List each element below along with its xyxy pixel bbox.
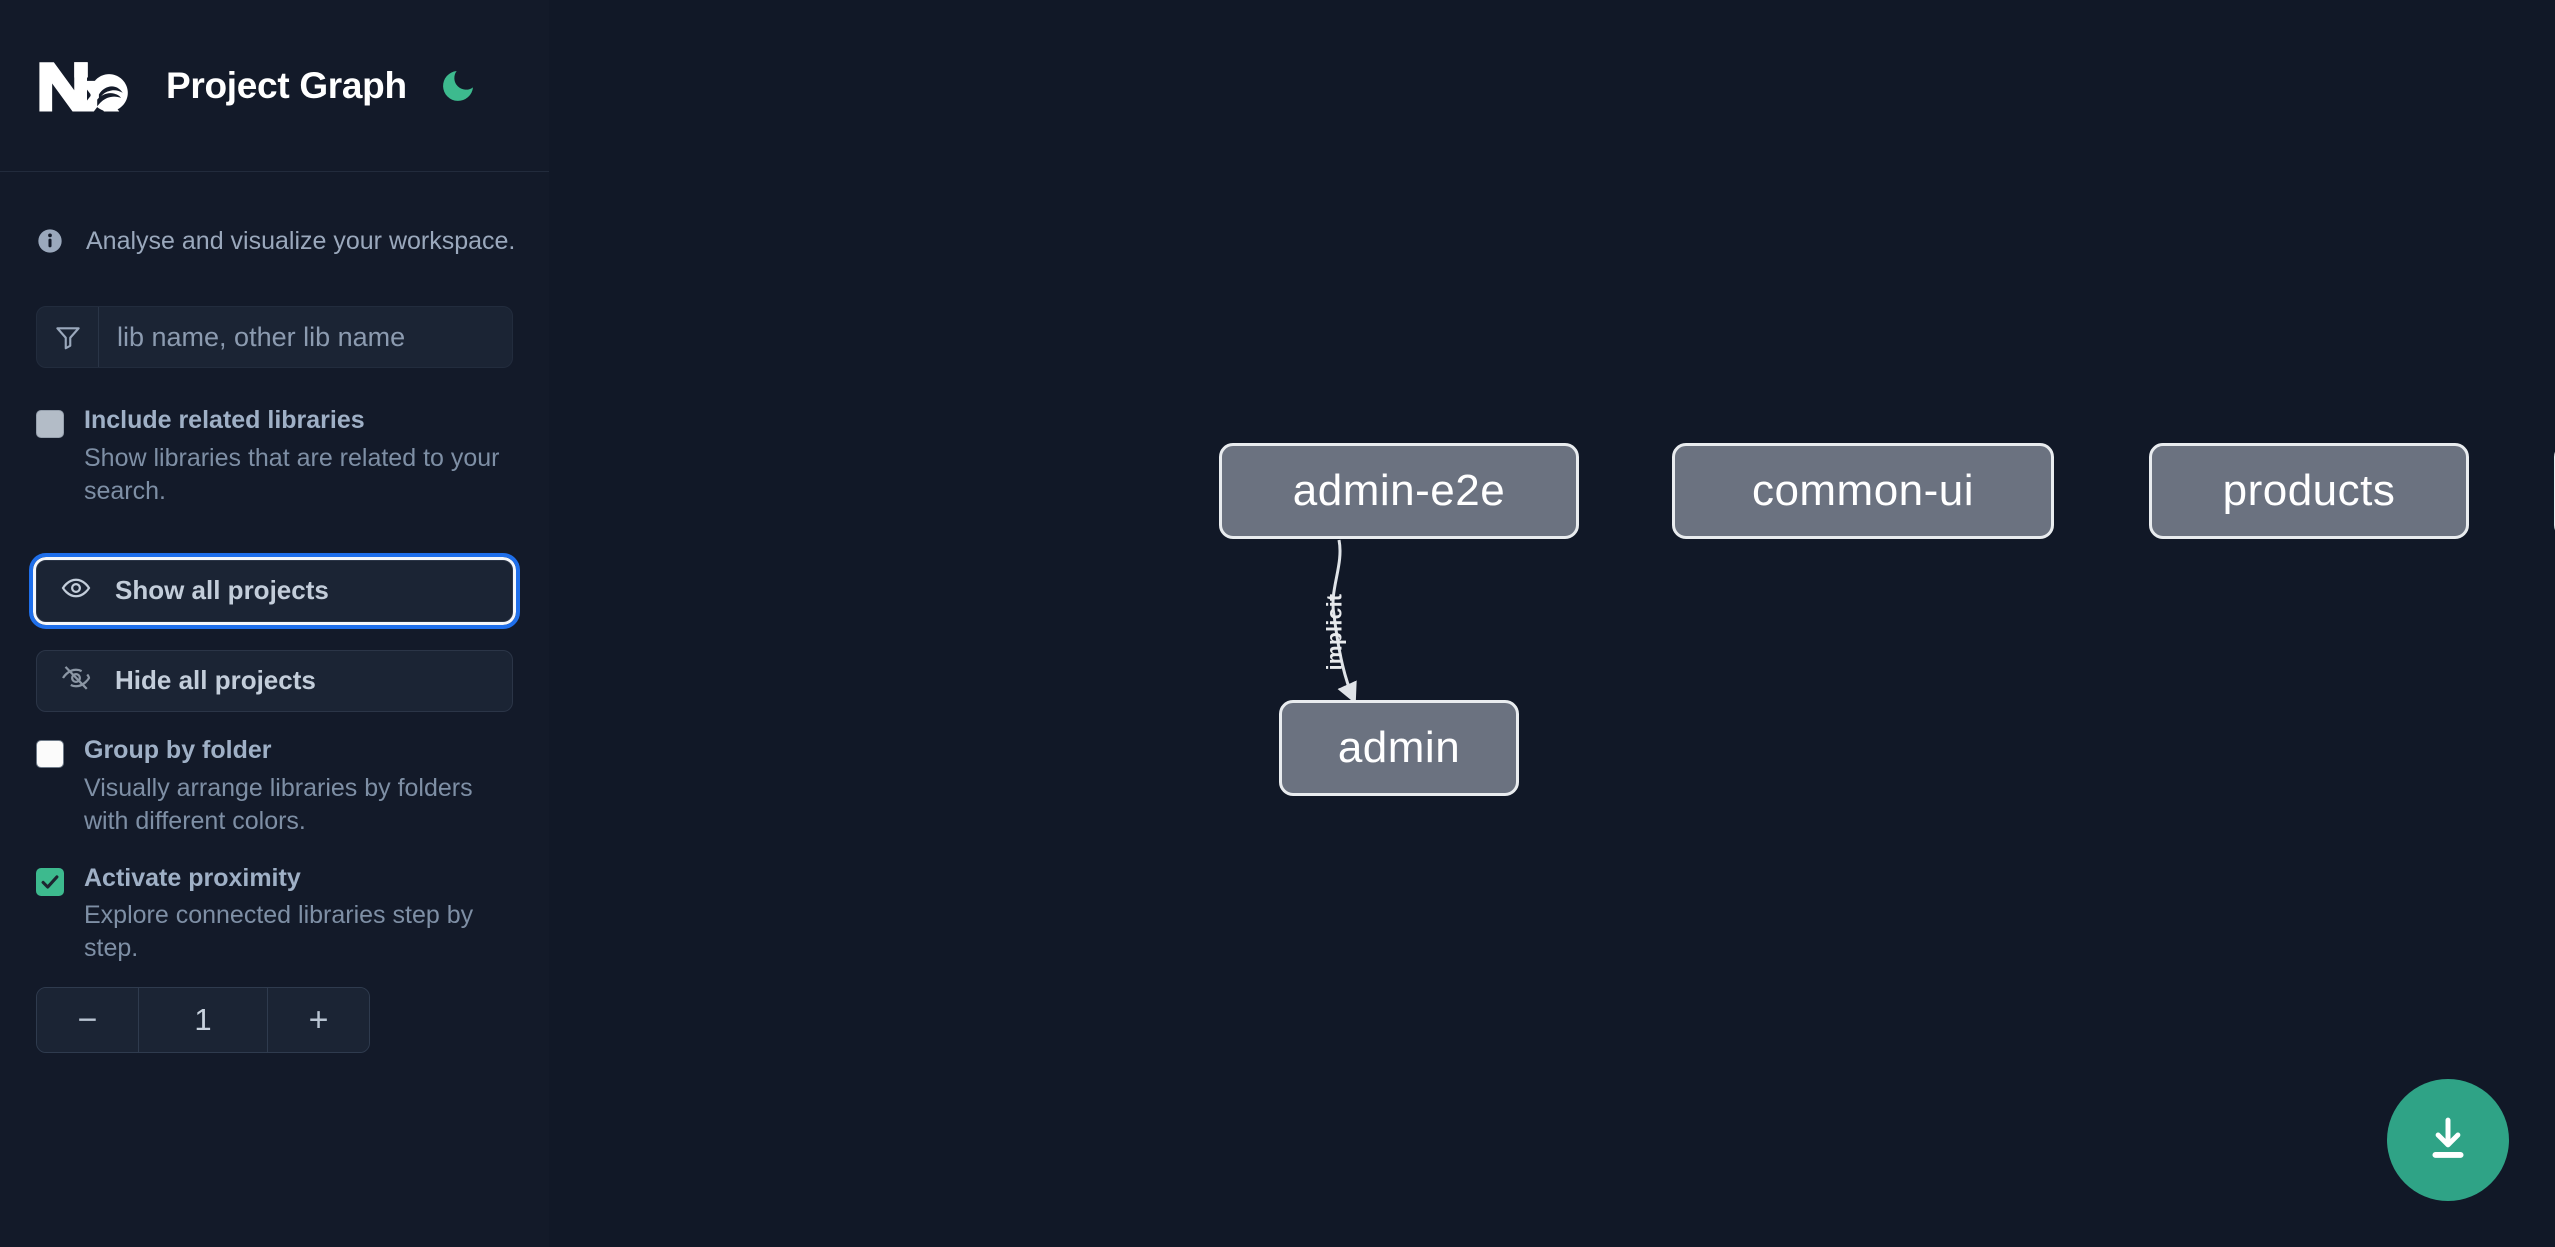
filter-box[interactable] xyxy=(36,306,513,368)
proximity-increment-button[interactable]: + xyxy=(268,988,369,1053)
option-include-related-libraries[interactable]: Include related libraries Show libraries… xyxy=(0,404,549,508)
proximity-stepper-wrap: − 1 + xyxy=(0,965,549,1054)
graph-node-admin[interactable]: admin xyxy=(1279,700,1519,796)
include-related-libraries-label: Include related libraries xyxy=(84,406,365,434)
graph-node-products[interactable]: products xyxy=(2149,443,2469,539)
graph-canvas[interactable]: admin-e2e common-ui products store-e2e a… xyxy=(549,0,2555,1247)
page-title: Project Graph xyxy=(166,64,407,106)
show-all-projects-label: Show all projects xyxy=(115,575,329,606)
include-related-libraries-checkbox[interactable] xyxy=(36,410,64,438)
funnel-filter-icon xyxy=(37,307,99,367)
nx-logo-icon xyxy=(36,55,138,117)
graph-node-label: products xyxy=(2222,466,2396,515)
search-input[interactable] xyxy=(99,307,512,367)
sidebar-content: Project Graph Analyse and visualize yo xyxy=(0,0,549,1247)
graph-node-label: admin xyxy=(1337,723,1461,772)
hide-all-projects-label: Hide all projects xyxy=(115,665,316,696)
activate-proximity-checkbox[interactable] xyxy=(36,867,64,896)
group-by-folder-label: Group by folder xyxy=(84,735,272,764)
eye-off-icon xyxy=(61,663,91,698)
download-graph-button[interactable] xyxy=(2387,1079,2509,1201)
eye-icon xyxy=(61,573,91,608)
hide-all-block: Hide all projects xyxy=(0,649,549,712)
stepper-divider-left xyxy=(138,988,139,1053)
activate-proximity-label: Activate proximity xyxy=(84,863,301,892)
proximity-value: 1 xyxy=(139,988,267,1053)
sidebar-header: Project Graph xyxy=(0,0,549,172)
edge-label-admin-implicit: implicit xyxy=(1323,593,1347,671)
proximity-stepper[interactable]: − 1 + xyxy=(36,987,370,1054)
group-by-folder-checkbox[interactable] xyxy=(36,739,64,768)
show-all-projects-button[interactable]: Show all projects xyxy=(29,552,520,629)
option-group-by-folder[interactable]: Group by folder Visually arrange librari… xyxy=(0,734,549,838)
info-circle-icon xyxy=(36,227,64,255)
sidebar: Project Graph Analyse and visualize yo xyxy=(0,0,574,1247)
graph-edges-layer xyxy=(1331,539,1357,704)
graph-node-label: admin-e2e xyxy=(1292,466,1506,515)
show-all-block: Show all projects xyxy=(0,552,549,629)
moon-icon[interactable] xyxy=(435,63,481,109)
download-icon xyxy=(2421,1112,2475,1169)
filter-row xyxy=(0,266,549,368)
proximity-decrement-button[interactable]: − xyxy=(37,988,138,1053)
group-by-folder-description: Visually arrange libraries by folders wi… xyxy=(84,773,473,835)
graph-node-admin-e2e[interactable]: admin-e2e xyxy=(1219,443,1579,539)
option-activate-proximity[interactable]: Activate proximity Explore connected lib… xyxy=(0,862,549,966)
sidebar-info: Analyse and visualize your workspace. xyxy=(0,172,549,266)
include-related-libraries-description: Show libraries that are related to your … xyxy=(84,443,500,505)
sidebar-info-text: Analyse and visualize your workspace. xyxy=(86,226,516,255)
stepper-divider-right xyxy=(267,988,268,1053)
graph-node-common-ui[interactable]: common-ui xyxy=(1672,443,2054,539)
activate-proximity-description: Explore connected libraries step by step… xyxy=(84,901,474,963)
hide-all-projects-button[interactable]: Hide all projects xyxy=(36,649,513,712)
graph-node-label: common-ui xyxy=(1751,466,1975,515)
